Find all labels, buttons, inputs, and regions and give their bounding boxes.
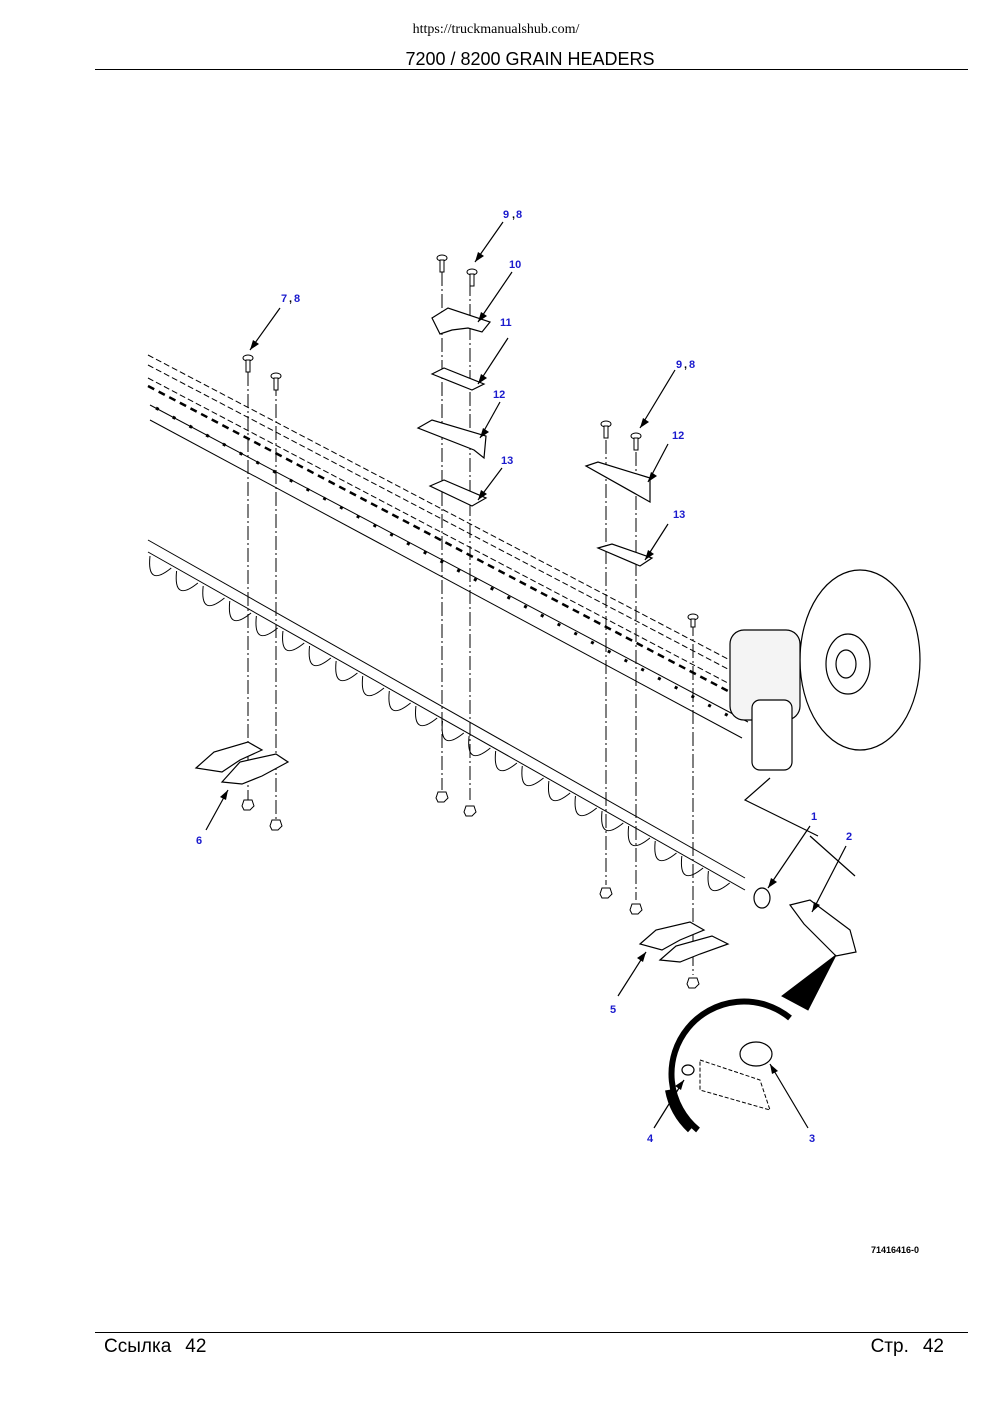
knife-section	[202, 585, 225, 607]
figure-code: 71416416-0	[871, 1245, 920, 1255]
knife-section	[175, 570, 199, 592]
knife-guards	[194, 741, 730, 963]
bolts	[242, 254, 699, 628]
callout-labels: 9 , 8 10 11 12 13 7 , 8 9 , 8 12 13 1 2 …	[196, 209, 852, 1145]
callout-10: 10	[509, 259, 521, 271]
footer-reference-label: Ссылка	[104, 1336, 172, 1357]
detail-view	[665, 954, 837, 1133]
callout-1: 1	[811, 811, 817, 823]
knife-section	[282, 630, 305, 652]
leader-lines	[205, 221, 847, 1129]
knife-section	[361, 675, 385, 697]
knife-section	[468, 735, 491, 757]
knife-section	[707, 870, 730, 892]
callout-8-right: 8	[689, 359, 695, 371]
callout-7: 7	[281, 293, 287, 305]
callout-9-top: 9	[503, 209, 509, 221]
knife-section	[149, 555, 172, 577]
knife-section	[335, 660, 358, 682]
callout-9-right: 9	[676, 359, 682, 371]
callout-separator: ,	[289, 293, 292, 305]
footer-page-label: Стр.	[870, 1336, 909, 1357]
knife-section	[627, 825, 651, 847]
callout-13-right: 13	[673, 509, 685, 521]
knife-section	[441, 720, 465, 742]
callout-5: 5	[610, 1004, 616, 1016]
callout-separator: ,	[684, 359, 687, 371]
knife-section	[601, 810, 624, 832]
source-url: https://truckmanualshub.com/	[412, 22, 580, 37]
knife-section	[228, 600, 252, 622]
footer-reference-number: 42	[185, 1336, 207, 1357]
footer-page: Стр. 42	[871, 1336, 958, 1358]
alignment-lines	[247, 272, 694, 975]
knife-section	[574, 795, 598, 817]
knife-section	[308, 645, 332, 667]
callout-6: 6	[196, 835, 202, 847]
hold-down-plates	[416, 307, 654, 567]
callout-13-left: 13	[501, 455, 513, 467]
callout-8-left: 8	[294, 293, 300, 305]
knife-section	[388, 690, 411, 712]
cutterbar-rails	[147, 354, 749, 739]
drive-pulley	[729, 569, 921, 771]
knife-section	[521, 765, 544, 787]
drive-link	[743, 777, 857, 957]
knife-sections	[147, 539, 746, 891]
callout-11: 11	[500, 317, 512, 329]
knife-section	[494, 750, 518, 772]
knife-section	[415, 705, 438, 727]
callout-12-right: 12	[672, 430, 684, 442]
knife-section	[255, 615, 278, 637]
footer-reference: Ссылка 42	[104, 1336, 220, 1358]
callout-3: 3	[809, 1133, 815, 1145]
callout-separator: ,	[512, 209, 515, 221]
knife-section	[547, 780, 571, 802]
section-row	[149, 555, 730, 892]
callout-4: 4	[647, 1133, 654, 1145]
callout-2: 2	[846, 831, 852, 843]
footer-page-number: 42	[922, 1336, 944, 1357]
callout-12-left: 12	[493, 389, 505, 401]
nuts	[241, 791, 700, 989]
footer-rule	[95, 1332, 968, 1333]
knife-section	[654, 840, 677, 862]
header-rule	[95, 69, 968, 70]
knife-section	[680, 855, 704, 877]
page-title: 7200 / 8200 GRAIN HEADERS	[405, 49, 655, 69]
callout-8-top: 8	[516, 209, 522, 221]
